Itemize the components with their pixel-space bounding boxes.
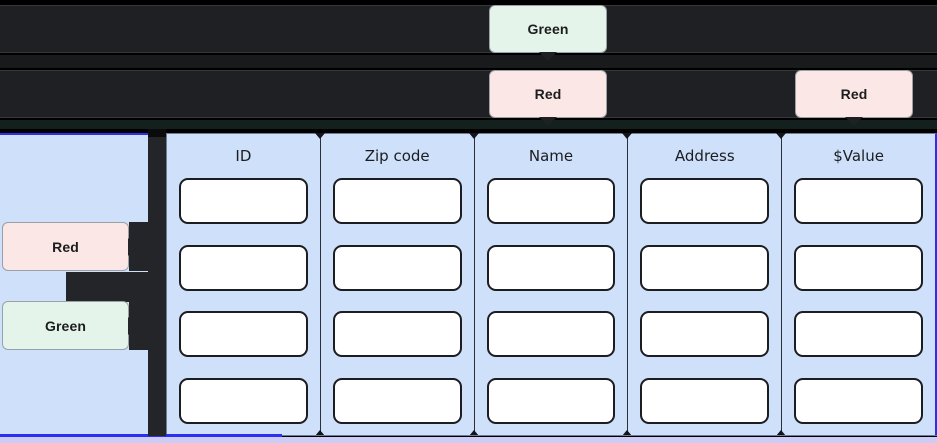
annotation-chip-red-left-label: Red — [52, 238, 79, 255]
arrow-down-icon — [539, 117, 557, 126]
arrow-down-icon — [845, 117, 863, 126]
column-tick-top-icon — [468, 133, 479, 139]
annotation-chip-green-top-label: Green — [527, 21, 569, 37]
annotation-chip-red-right-label: Red — [840, 86, 868, 102]
panel-divider-nub-top — [148, 129, 166, 137]
cell-input-value-1[interactable] — [794, 178, 923, 224]
annotation-chip-red-left[interactable]: Red — [2, 222, 137, 271]
toolbar-band-gap — [0, 55, 937, 68]
cell-input-address-1[interactable] — [640, 178, 770, 224]
cell-input-value-2[interactable] — [794, 244, 923, 291]
annotation-chip-red-right[interactable]: Red — [795, 70, 913, 126]
cell-input-address-3[interactable] — [640, 311, 770, 358]
column-tick-top-icon — [776, 133, 787, 139]
toolbar-band-lower — [0, 70, 937, 118]
cell-input-zip-code-3[interactable] — [332, 311, 462, 358]
arrow-down-icon — [539, 52, 557, 61]
column-cells-name — [486, 178, 616, 435]
column-cells-id — [179, 178, 308, 435]
cell-input-name-4[interactable] — [486, 377, 616, 424]
cell-input-id-2[interactable] — [179, 244, 308, 291]
cell-input-address-2[interactable] — [640, 244, 770, 291]
column-tick-top-icon — [622, 133, 633, 139]
column-cells-address — [640, 178, 770, 435]
panel-divider-nub-bottom — [148, 420, 166, 436]
cell-input-zip-code-1[interactable] — [332, 178, 462, 224]
left-panel-bottom-border — [0, 434, 282, 437]
cell-input-id-1[interactable] — [179, 178, 308, 224]
top-black-edge — [0, 0, 937, 5]
annotation-chip-green-left[interactable]: Green — [2, 301, 137, 350]
column-cells-value — [794, 178, 923, 435]
arrow-right-icon — [128, 316, 137, 335]
table-column-name: Name — [475, 133, 633, 436]
column-tick-top-icon — [314, 133, 325, 139]
annotation-chip-green-left-label: Green — [45, 317, 86, 334]
table-column-zip-code: Zip code — [321, 133, 479, 436]
occluder-block-middle — [66, 272, 156, 302]
arrow-right-icon — [128, 237, 137, 256]
panel-top-black-edge — [0, 129, 937, 133]
column-header-name: Name — [528, 147, 574, 165]
cell-input-name-3[interactable] — [486, 311, 616, 358]
cell-input-name-1[interactable] — [486, 178, 616, 224]
panel-divider-bar — [148, 133, 166, 436]
column-header-id: ID — [235, 147, 252, 165]
table-column-value: $Value — [782, 134, 935, 435]
column-tick-bottom-icon — [468, 430, 479, 436]
cell-input-id-4[interactable] — [179, 377, 308, 424]
column-cells-zip-code — [332, 178, 462, 435]
column-header-value: $Value — [833, 147, 884, 165]
cell-input-value-4[interactable] — [794, 377, 923, 424]
column-tick-bottom-icon — [622, 430, 633, 436]
toolbar-teal-strip — [0, 120, 937, 129]
column-tick-bottom-icon — [314, 430, 325, 436]
cell-input-value-3[interactable] — [794, 311, 923, 358]
table-column-address: Address — [628, 133, 787, 436]
column-tick-bottom-icon — [776, 430, 787, 436]
table-bottom-hairline — [166, 435, 937, 436]
cell-input-zip-code-2[interactable] — [332, 244, 462, 291]
annotation-chip-red-top-label: Red — [534, 86, 562, 102]
column-header-zip-code: Zip code — [364, 147, 430, 165]
column-header-address: Address — [674, 147, 735, 165]
toolbar-band-upper — [0, 5, 937, 53]
table-column-id: ID — [167, 133, 325, 436]
annotation-chip-red-top[interactable]: Red — [489, 70, 607, 126]
cell-input-id-3[interactable] — [179, 311, 308, 358]
cell-input-zip-code-4[interactable] — [332, 377, 462, 424]
form-table-panel: ID Zip code Name — [166, 133, 937, 436]
cell-input-name-2[interactable] — [486, 244, 616, 291]
cell-input-address-4[interactable] — [640, 377, 770, 424]
bottom-lavender-strip — [0, 437, 937, 443]
annotation-chip-green-top[interactable]: Green — [489, 5, 607, 61]
